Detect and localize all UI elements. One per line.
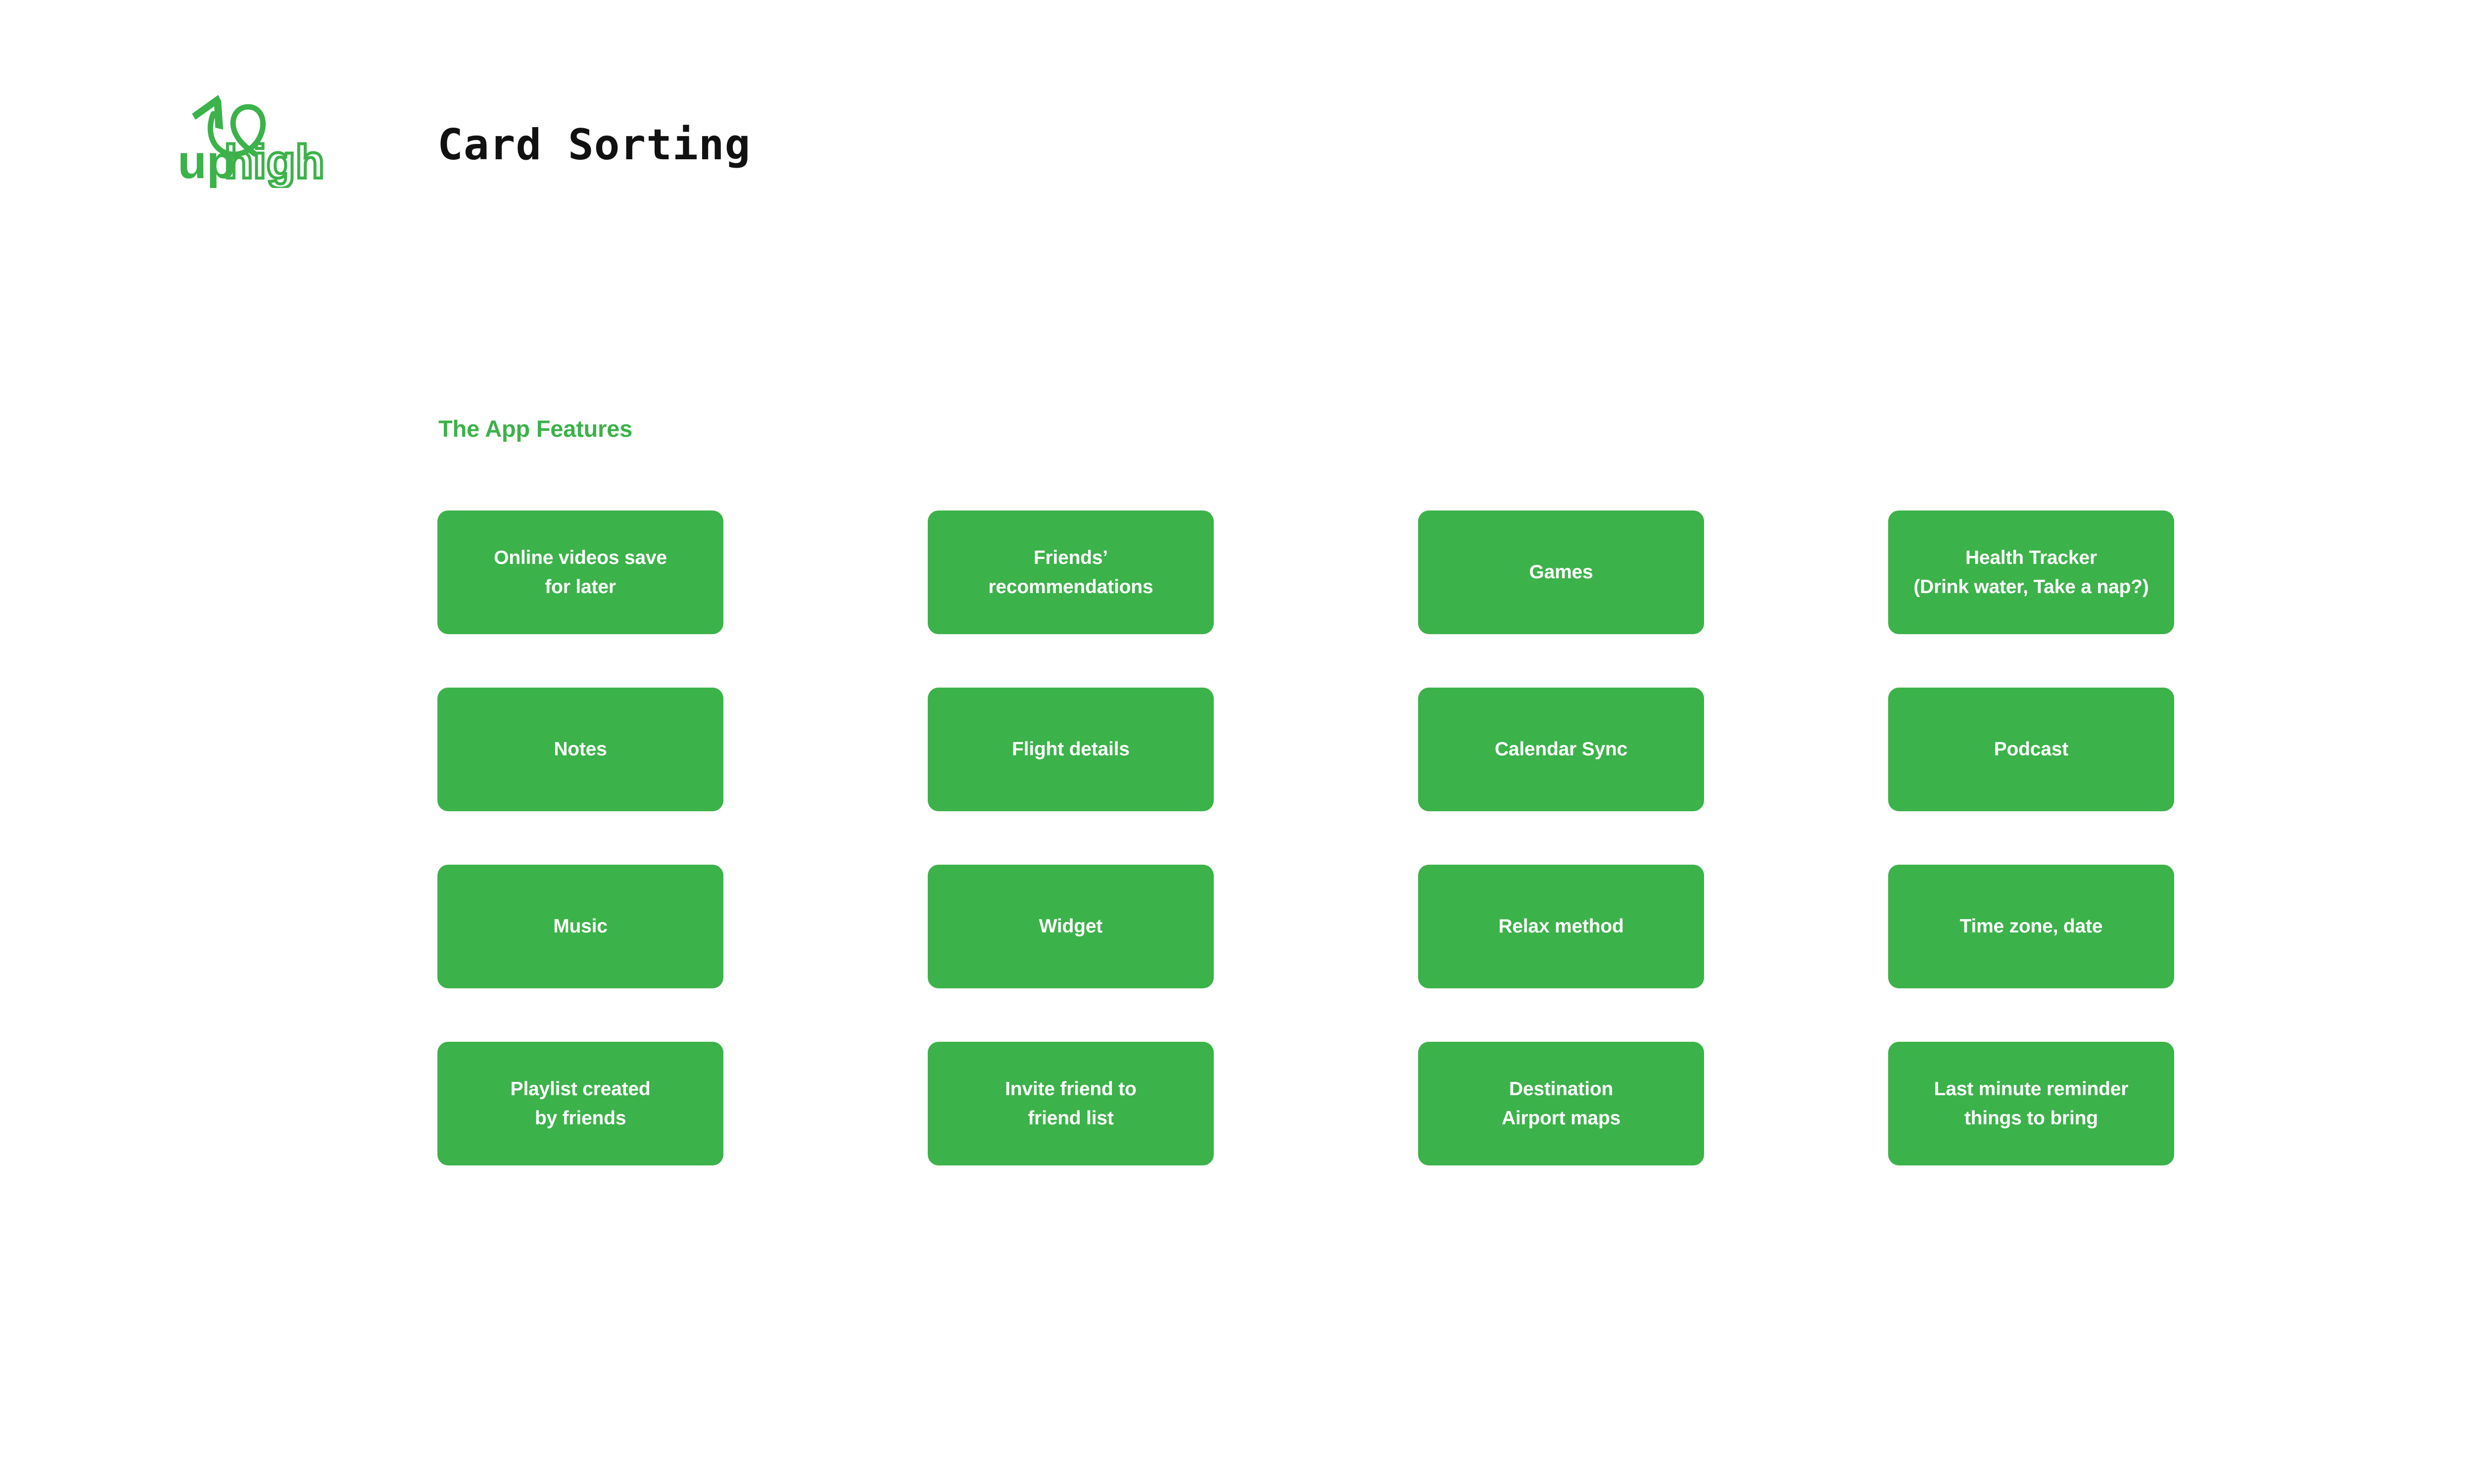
- card-label: Destination Airport maps: [1501, 1078, 1621, 1129]
- card-music[interactable]: Music: [437, 865, 723, 988]
- card-label: Widget: [1039, 916, 1103, 937]
- card-online-videos-save-for-later[interactable]: Online videos save for later: [437, 510, 723, 634]
- section-heading-app-features: The App Features: [438, 416, 633, 442]
- card-games[interactable]: Games: [1418, 510, 1704, 634]
- card-invite-friend-to-friend-list[interactable]: Invite friend to friend list: [928, 1042, 1214, 1165]
- card-label: Health Tracker (Drink water, Take a nap?…: [1913, 547, 2149, 598]
- card-label: Online videos save for later: [494, 547, 667, 598]
- card-flight-details[interactable]: Flight details: [928, 688, 1214, 811]
- card-label: Podcast: [1994, 739, 2069, 760]
- card-label: Friends’ recommendations: [988, 547, 1153, 598]
- card-label: Time zone, date: [1959, 916, 2103, 937]
- card-widget[interactable]: Widget: [928, 865, 1214, 988]
- card-playlist-created-by-friends[interactable]: Playlist created by friends: [437, 1042, 723, 1165]
- logo-high-text: high: [224, 136, 325, 188]
- card-destination-airport-maps[interactable]: Destination Airport maps: [1418, 1042, 1704, 1165]
- card-label: Games: [1529, 561, 1593, 583]
- card-time-zone-date[interactable]: Time zone, date: [1888, 865, 2174, 988]
- arrow-head-icon: [192, 95, 223, 130]
- card-label: Notes: [554, 739, 607, 760]
- card-last-minute-reminder[interactable]: Last minute reminder things to bring: [1888, 1042, 2174, 1165]
- looping-up-arrow-icon: up high: [178, 95, 326, 188]
- card-label: Calendar Sync: [1494, 739, 1628, 760]
- card-notes[interactable]: Notes: [437, 688, 723, 811]
- card-health-tracker[interactable]: Health Tracker (Drink water, Take a nap?…: [1888, 510, 2174, 634]
- card-label: Playlist created by friends: [510, 1078, 651, 1129]
- card-label: Flight details: [1012, 739, 1130, 760]
- card-sorting-grid: Online videos save for later Friends’ rec…: [437, 510, 2174, 1168]
- card-label: Relax method: [1498, 916, 1624, 937]
- card-label: Invite friend to friend list: [1005, 1078, 1137, 1129]
- page-header: up high Card Sorting: [0, 0, 2474, 213]
- card-label: Last minute reminder things to bring: [1934, 1078, 2129, 1129]
- logo-up-text: up: [178, 136, 236, 188]
- card-friends-recommendations[interactable]: Friends’ recommendations: [928, 510, 1214, 634]
- card-relax-method[interactable]: Relax method: [1418, 865, 1704, 988]
- card-podcast[interactable]: Podcast: [1888, 688, 2174, 811]
- card-label: Music: [553, 916, 608, 937]
- uphigh-logo[interactable]: up high: [176, 84, 334, 188]
- card-calendar-sync[interactable]: Calendar Sync: [1418, 688, 1704, 811]
- page-title: Card Sorting: [437, 120, 751, 170]
